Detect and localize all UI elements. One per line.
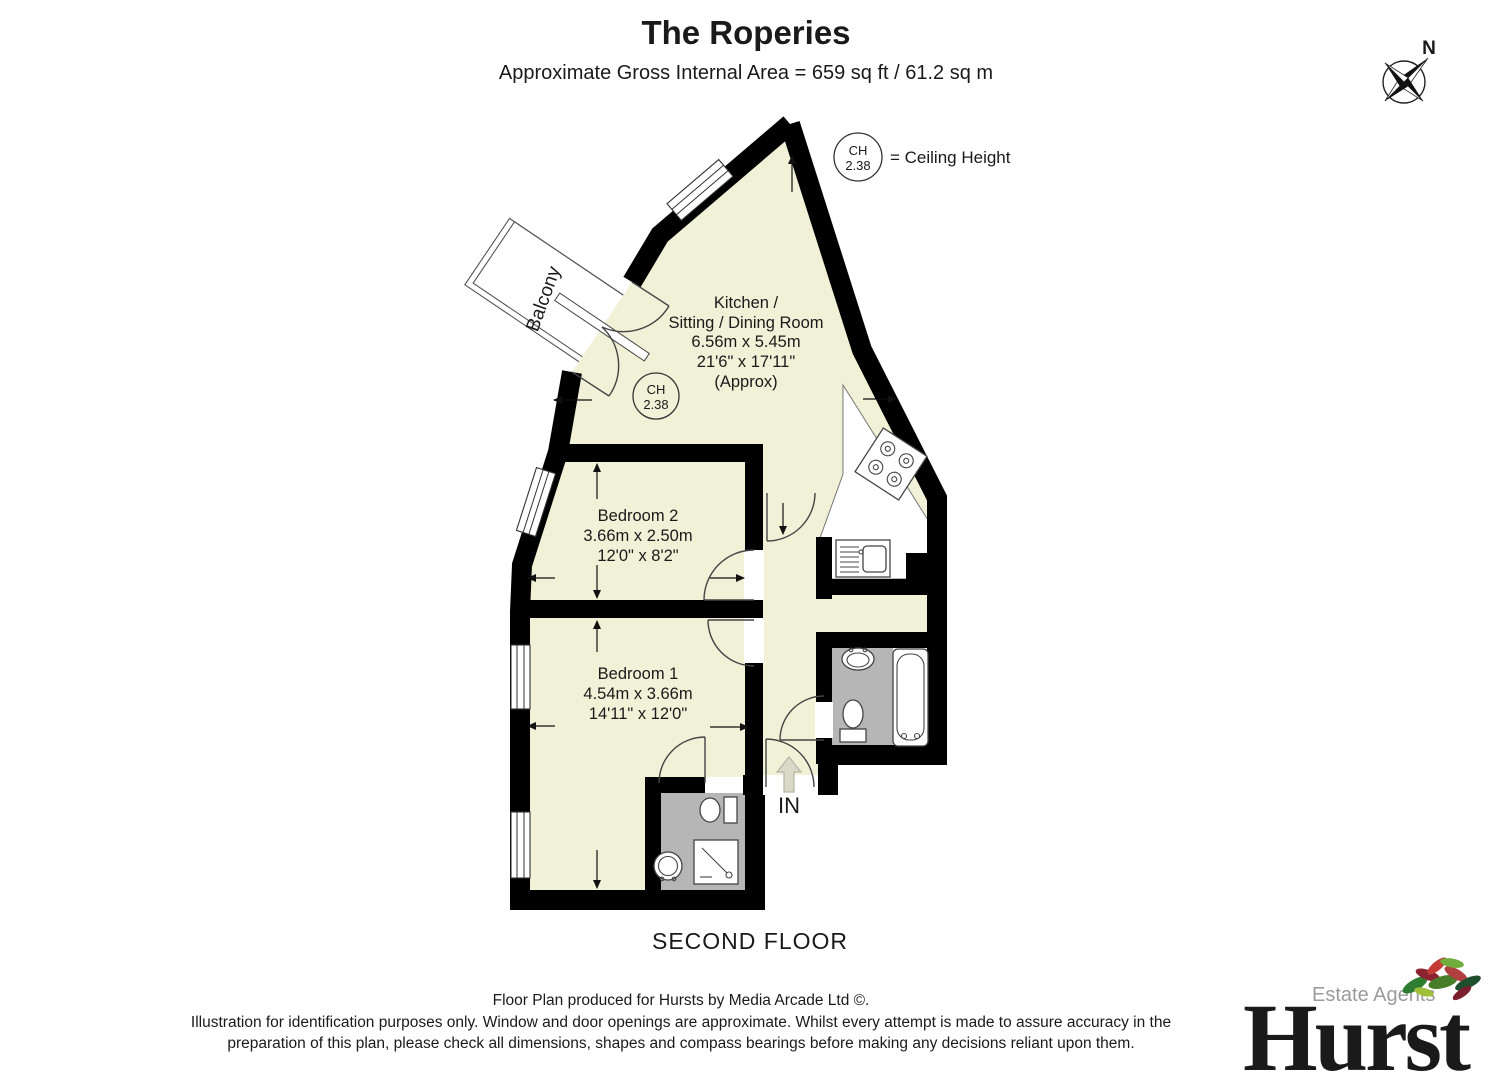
plan-ch-abbr: CH — [647, 382, 666, 397]
kitchen-name-1: Kitchen / — [714, 294, 779, 312]
windows — [510, 158, 734, 879]
legend-ch-abbr: CH — [849, 143, 868, 158]
legend-ch-meaning: = Ceiling Height — [890, 148, 1011, 167]
door-arc — [658, 736, 706, 784]
bedroom2-label: Bedroom 2 3.66m x 2.50m 12'0" x 8'2" — [583, 507, 692, 565]
door-leaf — [631, 281, 670, 307]
ensuite — [653, 796, 739, 885]
compass-rose-icon: N — [1382, 38, 1436, 104]
bedroom2-door-opening — [744, 550, 764, 600]
footer-disclaimer-1: Illustration for identification purposes… — [191, 1014, 1171, 1031]
entrance-arrow-icon — [775, 756, 803, 793]
bedroom1-label: Bedroom 1 4.54m x 3.66m 14'11" x 12'0" — [583, 665, 692, 723]
basin — [653, 851, 683, 882]
hob — [854, 427, 928, 501]
plan-ch-value: 2.38 — [643, 397, 668, 412]
page-subtitle: Approximate Gross Internal Area = 659 sq… — [499, 62, 993, 84]
kitchen-approx: (Approx) — [714, 373, 777, 391]
door-arc — [703, 549, 755, 601]
legend-ch-value: 2.38 — [845, 158, 870, 173]
ceiling-height-marker: CH 2.38 — [632, 372, 680, 420]
door-arc — [601, 305, 670, 333]
doors — [554, 281, 825, 788]
outer-walls — [510, 116, 947, 910]
window — [666, 158, 734, 222]
dimension-arrows — [527, 155, 897, 889]
window — [510, 811, 531, 879]
entrance-label: IN — [778, 793, 800, 818]
door-leaf — [571, 371, 610, 397]
logo-leaves-icon — [1402, 957, 1481, 1001]
window — [510, 644, 531, 710]
bedroom1-dim-imperial: 14'11" x 12'0" — [589, 705, 688, 723]
window — [515, 466, 557, 538]
bathroom-door-opening — [815, 702, 833, 738]
kitchen-label: Kitchen / Sitting / Dining Room 6.56m x … — [669, 294, 824, 391]
logo-brand: Hurst — [1243, 984, 1471, 1080]
shower — [693, 839, 739, 885]
kitchen-name-2: Sitting / Dining Room — [669, 314, 824, 332]
hurst-logo: Estate Agents Hurst — [1243, 957, 1481, 1080]
bedroom1-dim-metric: 4.54m x 3.66m — [583, 685, 692, 703]
ceiling-height-legend: CH 2.38 = Ceiling Height — [833, 132, 1011, 182]
kitchen-dim-metric: 6.56m x 5.45m — [691, 333, 800, 351]
bedroom2-name: Bedroom 2 — [598, 507, 679, 525]
bathroom — [839, 647, 929, 747]
bedroom1-door-opening — [744, 618, 764, 663]
door-arc — [779, 695, 825, 741]
toilet — [839, 699, 867, 743]
basin — [841, 647, 875, 671]
door-arc — [766, 492, 816, 542]
bedroom2-dim-metric: 3.66m x 2.50m — [583, 527, 692, 545]
interior-walls — [511, 444, 945, 895]
compass-north-label: N — [1422, 38, 1436, 59]
kitchen-sink — [835, 539, 891, 578]
bedroom2-dim-imperial: 12'0" x 8'2" — [597, 547, 678, 565]
footer-credit: Floor Plan produced for Hursts by Media … — [493, 992, 870, 1009]
door-arc — [765, 738, 815, 788]
door-arc — [707, 619, 755, 667]
ensuite-door-opening — [705, 777, 743, 793]
bathtub — [892, 648, 929, 747]
bedroom1-name: Bedroom 1 — [598, 665, 679, 683]
door-arc — [601, 326, 620, 397]
page-title: The Roperies — [641, 14, 850, 51]
footer-disclaimer-2: preparation of this plan, please check a… — [227, 1035, 1134, 1052]
floor-level-label: SECOND FLOOR — [652, 928, 848, 954]
toilet — [699, 796, 738, 824]
kitchen-dim-imperial: 21'6" x 17'11" — [697, 353, 796, 371]
